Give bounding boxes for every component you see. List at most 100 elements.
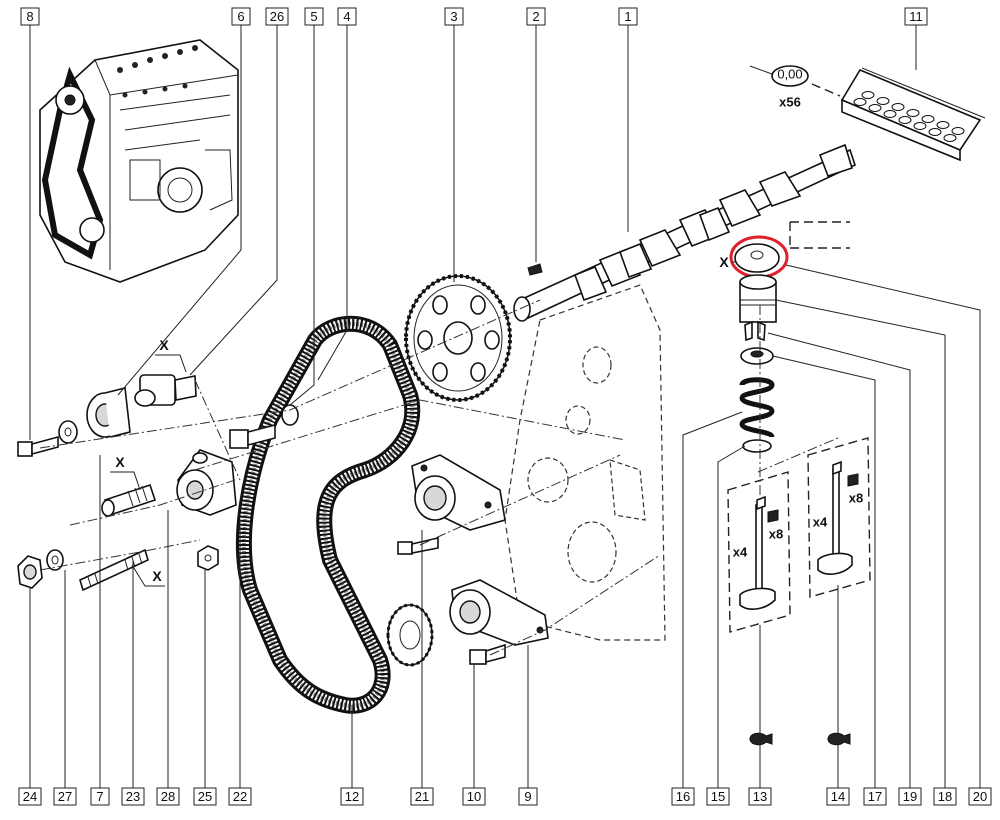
svg-text:6: 6 [237,9,244,24]
svg-text:25: 25 [198,789,212,804]
part-label-10: 10 [462,787,486,806]
exhaust-valve-group: x8 x4 [807,437,871,598]
shim-thickness-text: 0,00 [777,67,802,82]
part-label-3: 3 [444,7,464,26]
camshaft-key [527,263,543,276]
part-label-2: 2 [526,7,546,26]
svg-text:28: 28 [161,789,175,804]
svg-text:15: 15 [711,789,725,804]
part-label-5: 5 [304,7,324,26]
svg-text:X: X [152,568,162,584]
svg-text:3: 3 [450,9,457,24]
bolt-5 [229,404,299,449]
part-label-13: 13 [748,787,772,806]
part-label-1: 1 [618,7,638,26]
svg-text:13: 13 [753,789,767,804]
svg-text:27: 27 [58,789,72,804]
washer-7 [58,420,78,444]
svg-text:X: X [115,454,125,470]
shim-detail-outline [789,221,850,249]
part-label-25: 25 [193,787,217,806]
part-label-7: 7 [90,787,110,806]
svg-text:14: 14 [831,789,845,804]
x-marker-4: X [719,254,735,270]
valve-collets-19 [744,320,766,342]
part-label-15: 15 [706,787,730,806]
shim-kit-box [840,67,986,162]
intake-valve-group: x8 x4 [727,471,791,633]
shim-quantity-text: x56 [779,95,801,110]
part-label-6: 6 [231,7,251,26]
svg-text:20: 20 [973,789,987,804]
valve-spring-16 [739,377,775,439]
svg-text:4: 4 [343,9,350,24]
x-marker-1: X [155,337,187,373]
svg-text:7: 7 [96,789,103,804]
crankshaft-sprocket [386,603,434,667]
exhaust-collets-text: x8 [849,491,863,506]
idler-roller-6 [86,387,131,438]
part-label-19: 19 [898,787,922,806]
spring-seat-15 [742,439,772,453]
x-marker-2: X [110,454,141,491]
svg-text:19: 19 [903,789,917,804]
intake-valves-text: x4 [733,545,748,560]
stud-26 [134,374,197,407]
svg-text:1: 1 [624,9,631,24]
belt-tensioner-21 [411,454,506,531]
hydraulic-tappet-18 [739,274,777,323]
part-label-9: 9 [518,787,538,806]
bolt-25 [197,545,219,571]
part-label-28: 28 [156,787,180,806]
intake-collets-text: x8 [769,527,783,542]
part-label-boxes: 8 6 26 5 4 3 2 1 11 24 27 7 23 28 25 22 … [18,7,992,806]
svg-text:5: 5 [310,9,317,24]
shim-part: 0,00 x56 [749,65,841,110]
washer-27 [46,549,64,571]
valve-stem-seal-14 [827,732,851,746]
stud-28 [101,483,157,517]
part-label-23: 23 [121,787,145,806]
svg-text:8: 8 [26,9,33,24]
part-label-22: 22 [228,787,252,806]
bolt-21 [397,536,439,555]
svg-text:21: 21 [415,789,429,804]
leader-lines [29,25,981,788]
nut-24 [17,555,43,589]
cylinder-head-outline [504,284,666,641]
svg-text:17: 17 [868,789,882,804]
bolt-10 [469,643,506,665]
part-label-26: 26 [265,7,289,26]
part-label-4: 4 [337,7,357,26]
part-label-27: 27 [53,787,77,806]
part-label-14: 14 [826,787,850,806]
svg-text:10: 10 [467,789,481,804]
tappet-bucket-20[interactable] [729,235,789,279]
svg-text:12: 12 [345,789,359,804]
part-label-20: 20 [968,787,992,806]
svg-text:26: 26 [270,9,284,24]
part-label-16: 16 [671,787,695,806]
stud-23 [79,548,149,592]
x-marker-3: X [131,564,165,587]
svg-text:11: 11 [909,9,923,24]
timing-belt [235,315,421,714]
belt-tensioner-9 [449,579,549,646]
engine-overview-illustration [39,39,239,283]
svg-text:2: 2 [532,9,539,24]
svg-text:22: 22 [233,789,247,804]
part-label-21: 21 [410,787,434,806]
part-label-18: 18 [933,787,957,806]
svg-text:18: 18 [938,789,952,804]
part-label-17: 17 [863,787,887,806]
part-label-11: 11 [904,7,928,26]
tensioner-roller-22 [176,449,237,516]
part-label-24: 24 [18,787,42,806]
spring-retainer-17 [740,347,774,365]
exhaust-valves-text: x4 [813,515,828,530]
svg-text:23: 23 [126,789,140,804]
part-label-8: 8 [20,7,40,26]
svg-text:X: X [719,254,729,270]
